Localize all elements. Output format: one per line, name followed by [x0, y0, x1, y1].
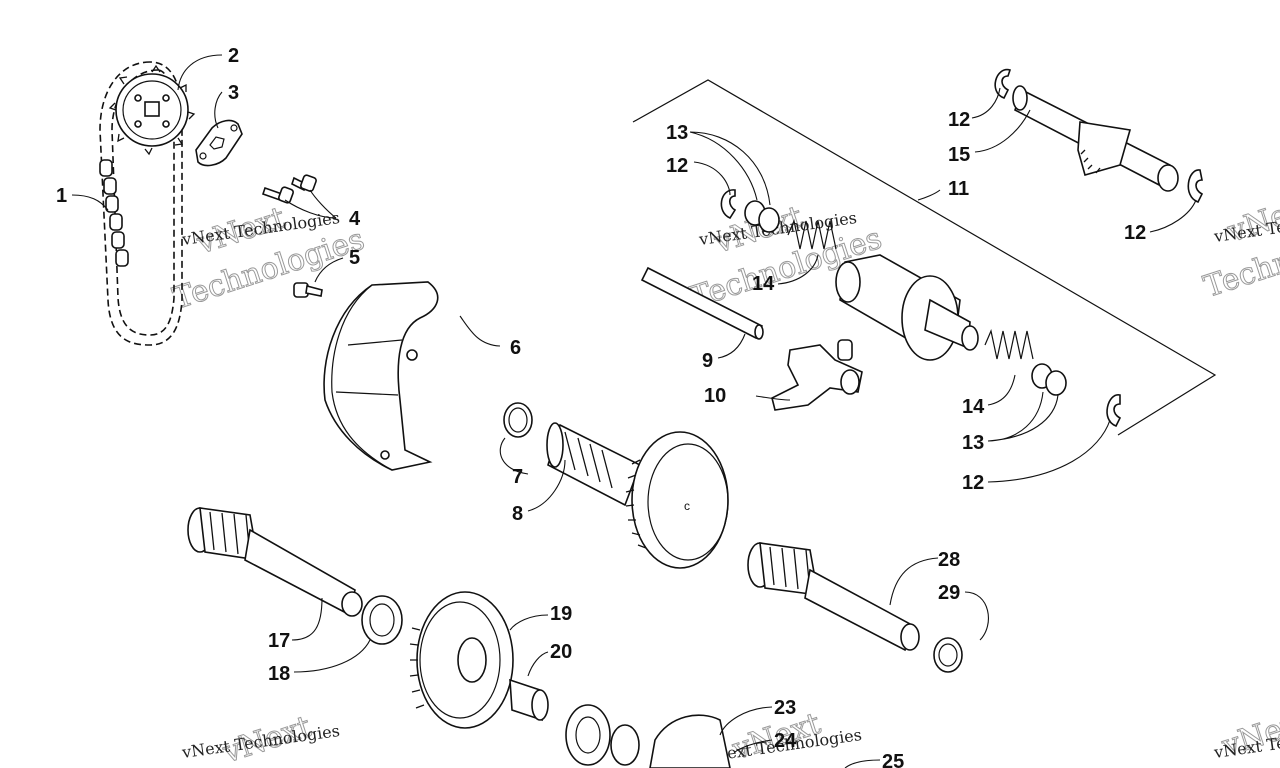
- clip-12c-icon: [1187, 169, 1204, 204]
- lower-parts-icon: [565, 704, 731, 768]
- callout-10: 10: [704, 385, 726, 407]
- callout-25: 25: [882, 751, 904, 768]
- leader-lines: [71, 54, 1197, 768]
- gear-shaft-icon: c: [546, 422, 729, 569]
- callout-23: 23: [774, 697, 796, 719]
- callout-labels: 1 2 3 4 5 6 7 8 9 10 11 12 12 12 12 13 1…: [56, 45, 1146, 768]
- bolts-icon: [261, 174, 317, 204]
- chain-links-icon: [99, 159, 129, 267]
- shift-drum-icon: [835, 254, 979, 361]
- callout-17: 17: [268, 630, 290, 652]
- callout-15: 15: [948, 144, 970, 166]
- clip-12d-icon: [1106, 394, 1122, 428]
- bolt-icon: [293, 282, 323, 298]
- callout-28: 28: [938, 549, 960, 571]
- bushing-icon: [509, 678, 549, 722]
- clip-12a-icon: [720, 189, 737, 220]
- callout-14b: 14: [962, 396, 985, 418]
- callout-6: 6: [510, 337, 521, 359]
- spring-upper-icon: [787, 219, 837, 250]
- callout-4: 4: [349, 208, 361, 230]
- callout-18: 18: [268, 663, 290, 685]
- callout-12d: 12: [962, 472, 984, 494]
- sprocket-icon: [108, 64, 196, 156]
- callout-12a: 12: [666, 155, 688, 177]
- lock-plate-icon: [195, 119, 243, 167]
- shift-fork-icon: [771, 339, 863, 411]
- callout-5: 5: [349, 247, 360, 269]
- washers-upper-icon: [744, 200, 780, 233]
- output-shaft-icon: [747, 542, 920, 652]
- spring-lower-icon: [984, 329, 1034, 360]
- input-shaft-icon: [187, 507, 363, 617]
- large-gear-icon: [409, 591, 514, 729]
- callout-12b: 12: [948, 109, 970, 131]
- callout-7: 7: [512, 466, 523, 488]
- callout-29: 29: [938, 582, 960, 604]
- callout-9: 9: [702, 350, 713, 372]
- assembly-boundary: [632, 79, 1217, 436]
- washers-lower-icon: [1031, 363, 1067, 396]
- callout-24: 24: [774, 730, 797, 752]
- callout-1: 1: [56, 185, 67, 207]
- callout-12c: 12: [1124, 222, 1146, 244]
- washer-18-icon: [361, 595, 403, 645]
- svg-text:c: c: [684, 499, 690, 513]
- callout-20: 20: [550, 641, 572, 663]
- callout-3: 3: [228, 82, 239, 104]
- rod-icon: [640, 266, 764, 340]
- callout-14a: 14: [752, 273, 775, 295]
- clip-12b-icon: [994, 69, 1012, 100]
- callout-2: 2: [228, 45, 239, 67]
- callout-8: 8: [512, 503, 523, 525]
- callout-13a: 13: [666, 122, 688, 144]
- callout-13b: 13: [962, 432, 984, 454]
- cover-guard-icon: [323, 281, 439, 471]
- callout-19: 19: [550, 603, 572, 625]
- circlip-icon: [933, 637, 963, 673]
- callout-11: 11: [948, 178, 969, 200]
- shift-shaft-icon: [1012, 85, 1179, 192]
- snap-ring-icon: [503, 402, 533, 438]
